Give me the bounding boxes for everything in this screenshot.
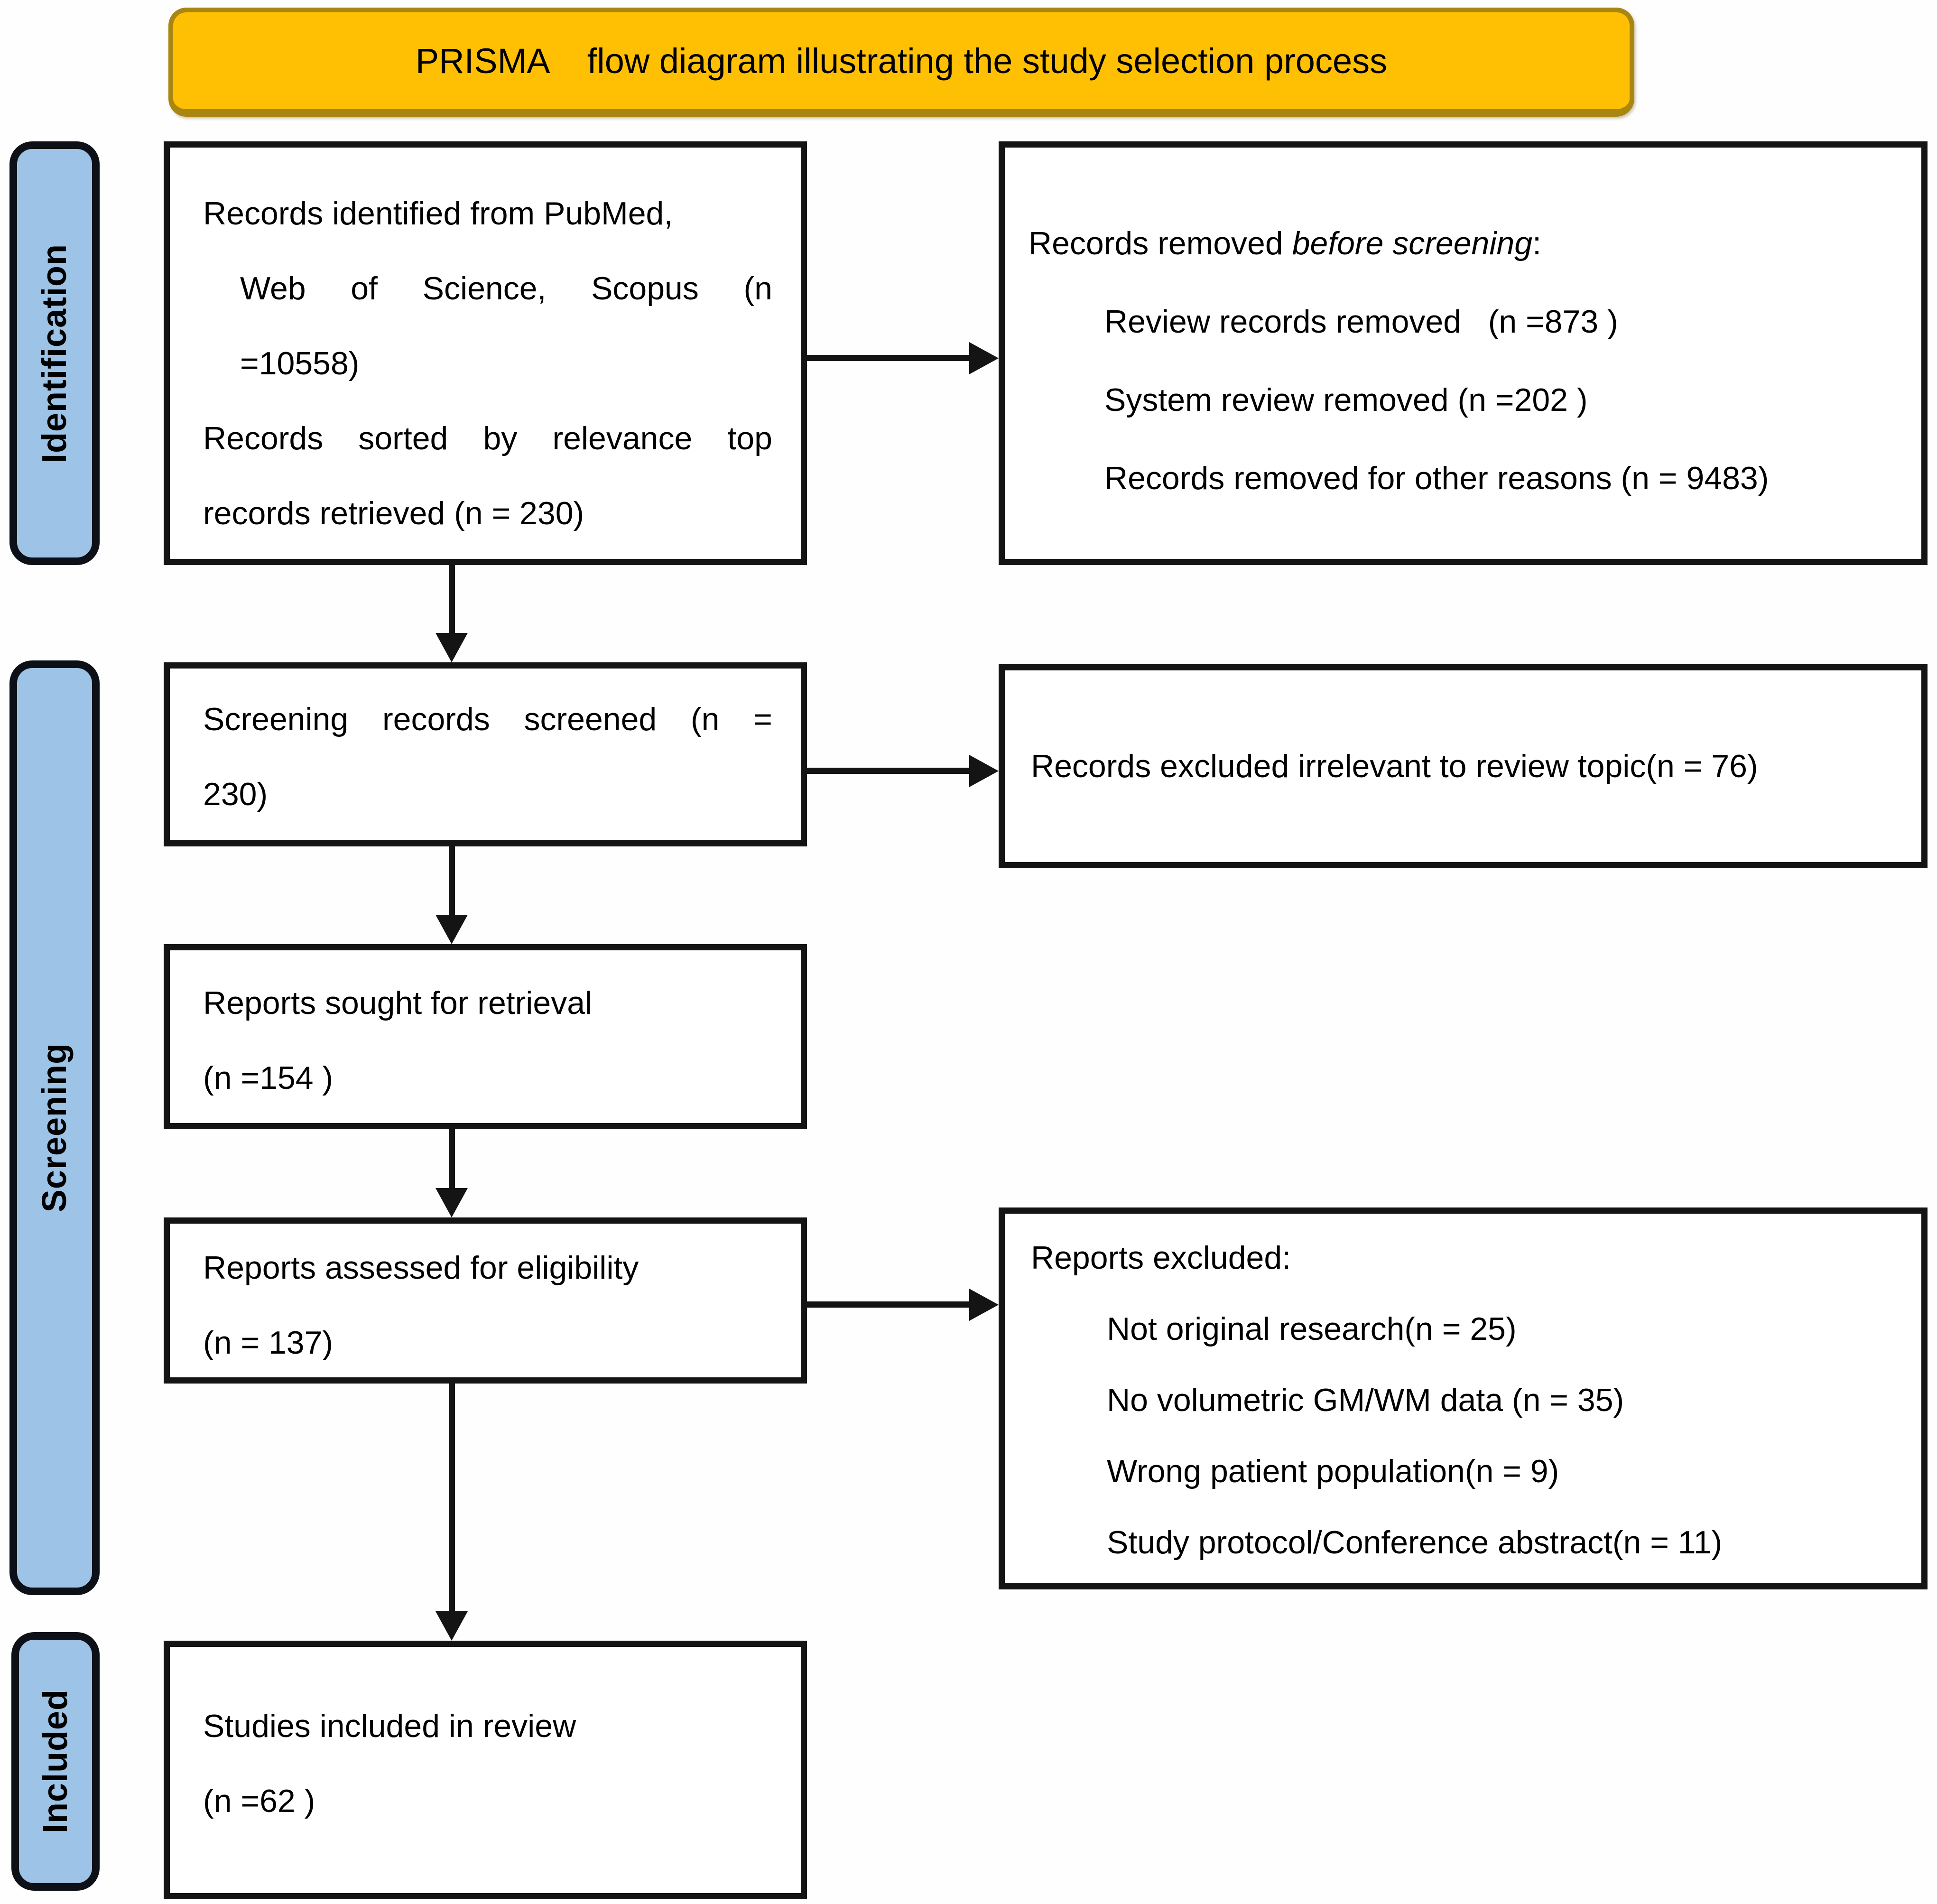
box-line: Studies included in review <box>203 1708 576 1744</box>
box-line: Records removed for other reasons (n = 9… <box>1104 460 1769 496</box>
box-records-removed-before-screening: Records removed before screening: Review… <box>999 141 1928 565</box>
box-line: No volumetric GM/WM data (n = 35) <box>1107 1382 1624 1418</box>
arrow-head-icon <box>969 1289 999 1321</box>
box-line: records retrieved (n = 230) <box>203 495 584 531</box>
box-line: Review records removed (n =873 ) <box>1104 304 1618 340</box>
box-heading: Records removed before screening: <box>1029 204 1898 283</box>
box-line: Web of Science, Scopus (n <box>240 270 772 306</box>
stage-label-screening: Screening <box>9 660 100 1595</box>
box-records-excluded-irrelevant: Records excluded irrelevant to review to… <box>999 664 1928 868</box>
arrow-shaft <box>807 768 969 774</box>
box-line: 230) <box>203 776 268 812</box>
box-line: Screening records screened (n = <box>203 701 772 737</box>
arrow-shaft <box>807 355 969 361</box>
stage-label-included: Included <box>11 1632 100 1891</box>
stage-label-text: Identification <box>36 243 74 463</box>
arrow-shaft <box>807 1301 969 1308</box>
box-records-identified: Records identified from PubMed, Web of S… <box>164 141 807 565</box>
box-reports-sought: Reports sought for retrieval (n =154 ) <box>164 944 807 1129</box>
arrow-head-icon <box>969 755 999 787</box>
box-reports-assessed: Reports assessed for eligibility (n = 13… <box>164 1217 807 1384</box>
box-line: =10558) <box>240 345 360 381</box>
box-line: Reports assessed for eligibility <box>203 1250 639 1286</box>
arrow-shaft <box>449 1384 455 1611</box>
page-title-banner: PRISMA flow diagram illustrating the stu… <box>168 8 1634 117</box>
box-studies-included: Studies included in review (n =62 ) <box>164 1641 807 1899</box>
box-line: Study protocol/Conference abstract(n = 1… <box>1107 1524 1723 1560</box>
page-title: PRISMA flow diagram illustrating the stu… <box>415 41 1388 81</box>
arrow-head-icon <box>436 633 468 662</box>
arrow-head-icon <box>436 1611 468 1641</box>
arrow-head-icon <box>436 1188 468 1217</box>
box-line: (n =154 ) <box>203 1060 334 1096</box>
box-line: Wrong patient population(n = 9) <box>1107 1453 1559 1489</box>
arrow-shaft <box>449 565 455 633</box>
stage-label-text: Included <box>37 1689 74 1834</box>
arrow-shaft <box>449 1129 455 1188</box>
box-line: (n =62 ) <box>203 1783 315 1819</box>
heading-suffix: : <box>1532 225 1542 261</box>
heading-prefix: Records removed <box>1029 225 1292 261</box>
box-line: Records identified from PubMed, <box>203 195 673 232</box>
arrow-head-icon <box>969 342 999 374</box>
stage-label-text: Screening <box>36 1043 74 1213</box>
box-line: System review removed (n =202 ) <box>1104 382 1588 418</box>
box-line: Reports sought for retrieval <box>203 985 593 1021</box>
box-line: Not original research(n = 25) <box>1107 1311 1517 1347</box>
box-heading: Reports excluded: <box>1031 1240 1291 1276</box>
stage-label-identification: Identification <box>9 141 100 565</box>
box-line: Records excluded irrelevant to review to… <box>1031 748 1758 784</box>
arrow-shaft <box>449 846 455 915</box>
heading-italic: before screening <box>1292 225 1533 261</box>
box-records-screened: Screening records screened (n = 230) <box>164 662 807 846</box>
box-line: Records sorted by relevance top <box>203 420 772 456</box>
arrow-head-icon <box>436 915 468 944</box>
box-reports-excluded: Reports excluded: Not original research(… <box>999 1207 1928 1589</box>
box-line: (n = 137) <box>203 1325 334 1361</box>
